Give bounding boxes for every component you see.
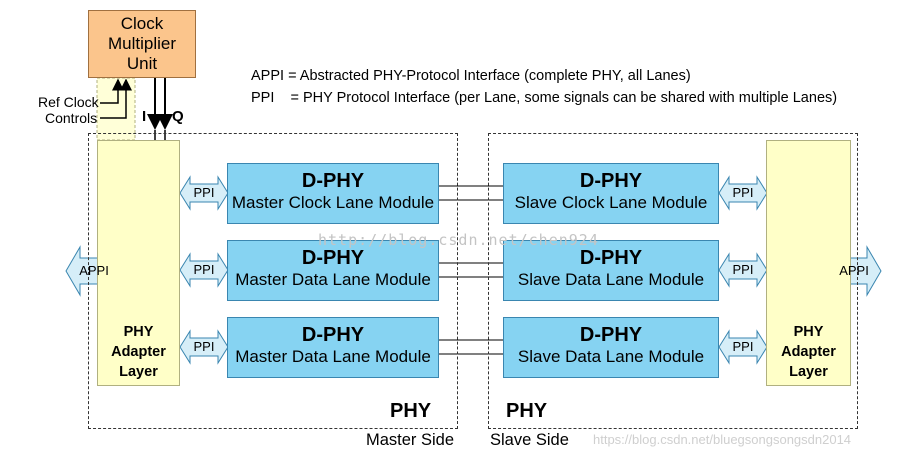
module-title: D-PHY (301, 324, 365, 346)
ppi-slave-1-label: PPI (732, 185, 754, 200)
ref-clock-label: Ref Clock (38, 94, 99, 110)
master-side-label: Master Side (366, 431, 455, 449)
slave-adapter-layer: PHY Adapter Layer (766, 140, 851, 386)
appi-master-label: APPI (79, 263, 109, 278)
watermark-corner: https://blog.csdn.net/bluegsongsongsdn20… (593, 432, 852, 447)
ref-clock-arrow (100, 78, 124, 104)
module-subtitle: Slave Clock Lane Module (514, 193, 708, 212)
slave-phy-box (488, 133, 858, 429)
module-subtitle: Master Clock Lane Module (231, 193, 435, 212)
slave-adapter-label: PHY Adapter Layer (781, 324, 836, 380)
ppi-master-2-label: PPI (193, 262, 215, 277)
module-subtitle: Master Data Lane Module (235, 270, 431, 289)
ppi-master-1-label: PPI (193, 185, 215, 200)
module-subtitle: Slave Data Lane Module (517, 270, 705, 289)
appi-slave-label: APPI (839, 263, 869, 278)
legend-appi: APPI = Abstracted PHY-Protocol Interface… (251, 68, 691, 84)
module-title: D-PHY (301, 247, 365, 269)
slave-side-label: Slave Side (490, 431, 569, 449)
module-title: D-PHY (579, 247, 643, 269)
master-clock-lane-module: D-PHY Master Clock Lane Module (227, 163, 439, 224)
clock-multiplier-unit: Clock Multiplier Unit (88, 10, 196, 78)
master-data-lane-module-2: D-PHY Master Data Lane Module (227, 317, 439, 378)
controls-label: Controls (45, 110, 98, 126)
module-title: D-PHY (579, 324, 643, 346)
slave-phy-label: PHY (506, 400, 548, 422)
module-subtitle: Master Data Lane Module (235, 347, 431, 366)
slave-clock-lane-module: D-PHY Slave Clock Lane Module (503, 163, 719, 224)
master-phy-box (88, 133, 458, 429)
ppi-slave-3-label: PPI (732, 339, 754, 354)
master-adapter-layer: PHY Adapter Layer (97, 140, 180, 386)
module-title: D-PHY (301, 170, 365, 192)
module-title: D-PHY (579, 170, 643, 192)
slave-data-lane-module-1: D-PHY Slave Data Lane Module (503, 240, 719, 301)
master-data-lane-module-1: D-PHY Master Data Lane Module (227, 240, 439, 301)
i-label: I (142, 108, 147, 125)
module-subtitle: Slave Data Lane Module (517, 347, 705, 366)
ppi-master-3-label: PPI (193, 339, 215, 354)
slave-data-lane-module-2: D-PHY Slave Data Lane Module (503, 317, 719, 378)
controls-arrow (100, 78, 132, 119)
ppi-slave-2-label: PPI (732, 262, 754, 277)
master-phy-label: PHY (390, 400, 432, 422)
legend-ppi: PPI = PHY Protocol Interface (per Lane, … (251, 90, 838, 106)
watermark-center: http://blog.csdn.net/chen924 (318, 231, 599, 249)
master-adapter-label: PHY Adapter Layer (111, 324, 166, 380)
adapter-to-cmu-connector (96, 77, 136, 141)
q-label: Q (172, 108, 184, 125)
